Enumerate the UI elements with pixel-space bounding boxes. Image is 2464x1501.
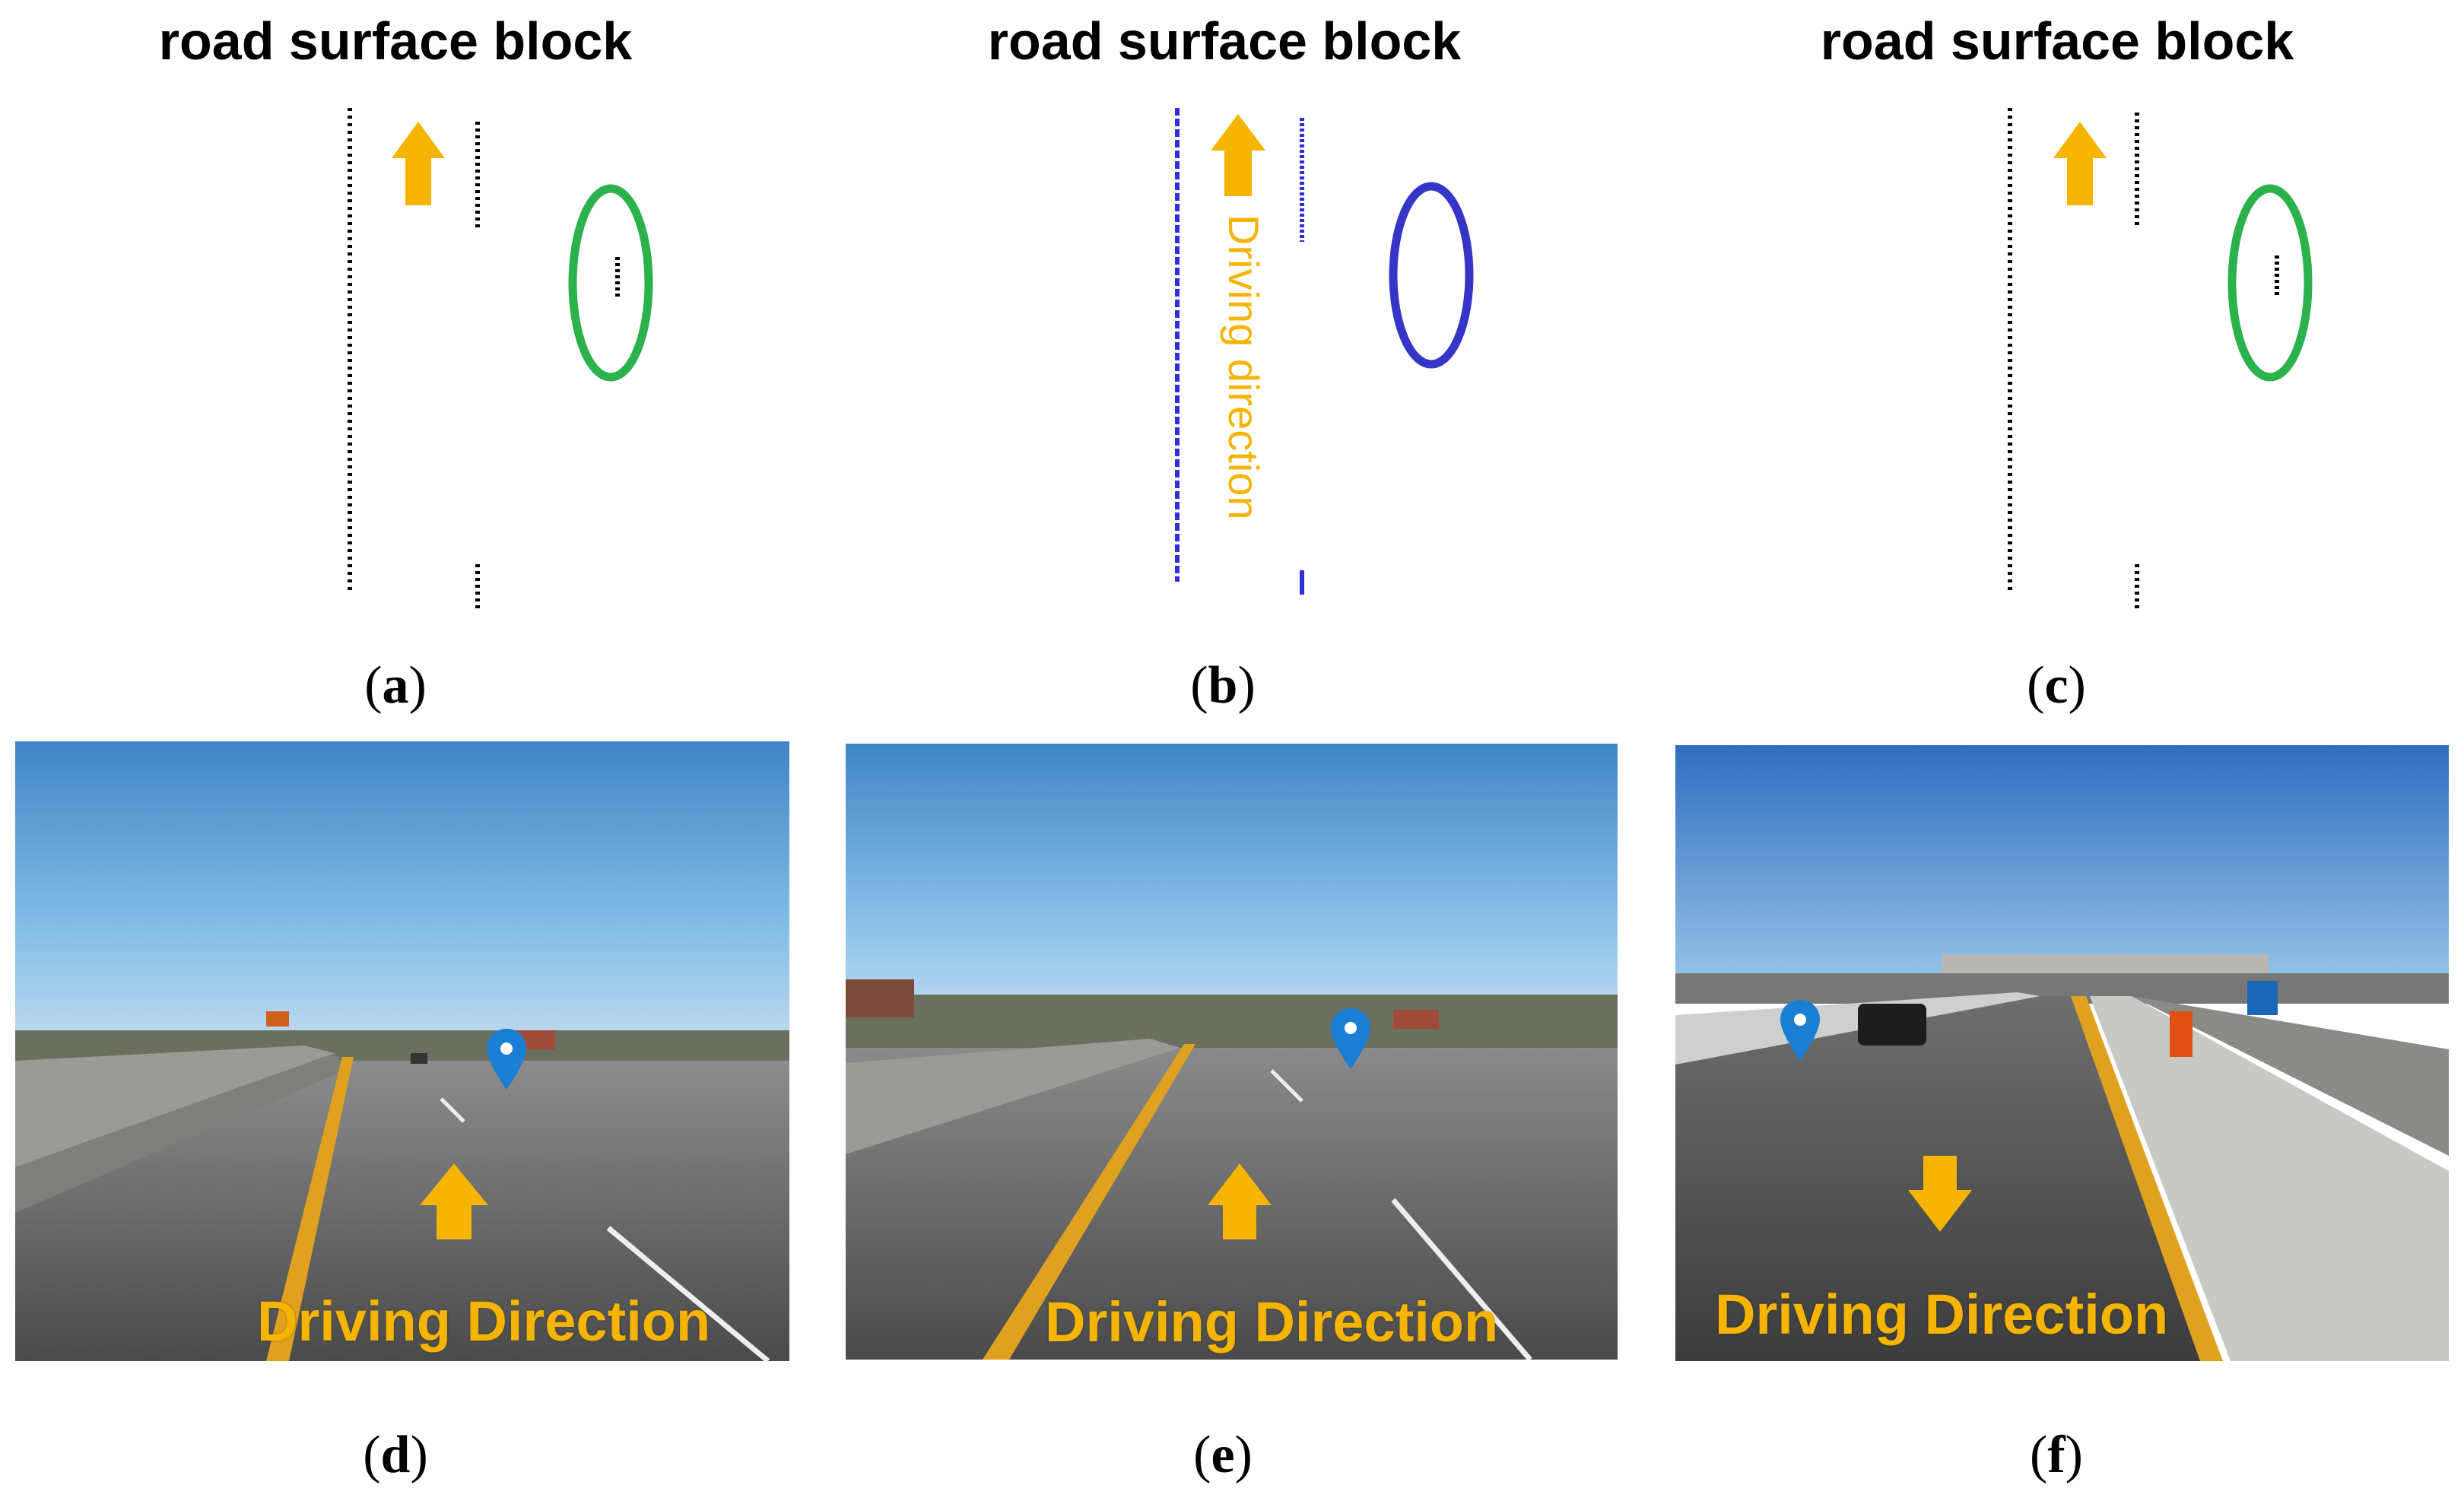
driving-arrow-up-icon [420,1163,488,1239]
photo-e-label: Driving Direction [1045,1290,1499,1353]
panel-b-blue-marker [1389,182,1474,369]
caption-e: (e) [1193,1426,1253,1484]
photo-e: Driving Direction [846,744,1618,1360]
panel-c-arrow-icon [2053,122,2107,205]
panel-c-title: road surface block [1820,11,2294,71]
panel-a-plot [348,108,653,608]
photo-f-label: Driving Direction [1715,1283,2169,1346]
panel-a-arrow-icon [392,122,445,205]
panel-b-title: road surface block [987,11,1462,71]
panel-b-plot [1175,108,1474,595]
panel-a-title: road surface block [158,11,633,71]
location-pin-icon [487,1029,526,1090]
caption-f: (f) [2030,1426,2083,1484]
photo-d: Driving Direction [15,741,789,1361]
caption-a: (a) [364,656,427,715]
driving-arrow-down-icon [1908,1156,1972,1232]
location-pin-icon [1331,1008,1370,1069]
driving-arrow-up-icon [1208,1163,1272,1239]
caption-b: (b) [1190,656,1256,715]
photo-d-label: Driving Direction [257,1290,711,1353]
panel-b-arrow-icon [1211,114,1265,196]
panel-c-plot [2008,108,2313,608]
caption-c: (c) [2027,656,2086,715]
caption-d: (d) [363,1426,428,1484]
panel-a-green-marker [568,184,653,382]
photo-f: Driving Direction [1675,745,2449,1361]
panel-c-green-marker [2227,184,2313,382]
location-pin-icon [1780,1000,1820,1061]
